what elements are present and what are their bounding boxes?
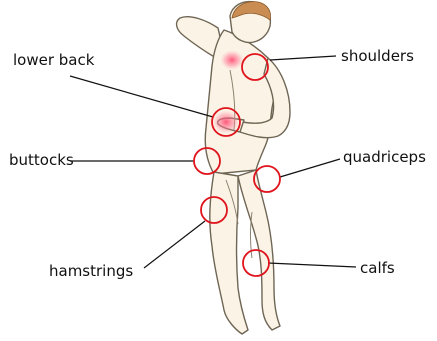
pain-glow-shoulder — [220, 50, 244, 70]
leader-quadriceps — [280, 159, 340, 177]
label-quadriceps: quadriceps — [343, 150, 426, 165]
leader-calfs — [268, 263, 356, 267]
label-calfs: calfs — [360, 261, 395, 276]
leader-hamstrings — [144, 221, 205, 268]
label-hamstrings: hamstrings — [49, 264, 133, 279]
leader-lower-back — [70, 76, 213, 117]
pain-glow-lower-back — [212, 110, 240, 134]
label-lower-back: lower back — [13, 53, 94, 68]
leader-shoulders — [270, 56, 336, 60]
label-shoulders: shoulders — [341, 49, 414, 64]
label-buttocks: buttocks — [9, 153, 74, 168]
